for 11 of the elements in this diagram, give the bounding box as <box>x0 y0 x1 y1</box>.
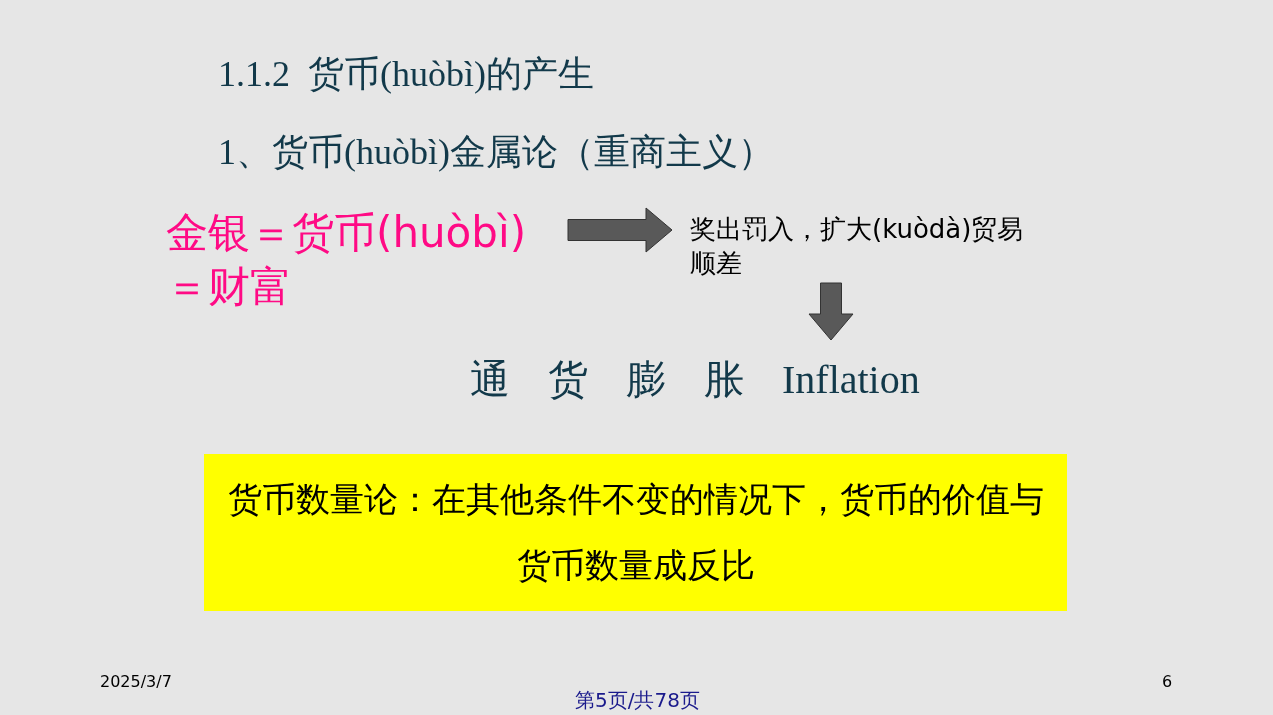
policy-text: 奖出罚入，扩大(kuòdà)贸易顺差 <box>672 212 1042 283</box>
theory-note-box: 货币数量论：在其他条件不变的情况下，货币的价值与货币数量成反比 <box>204 454 1067 611</box>
slide-number: 6 <box>1162 671 1173 693</box>
slide-title: 1.1.2 货币(huòbì)的产生 <box>218 53 594 96</box>
page-counter: 第5页/共78页 <box>575 688 700 712</box>
equation-text: 金银＝货币(huòbì)＝财富 <box>166 206 568 314</box>
subtitle-text: 1、货币(huòbì)金属论（重商主义） <box>218 131 774 174</box>
block-arrow <box>567 207 673 253</box>
date-text: 2025/3/7 <box>100 671 172 693</box>
inflation-text: 通 货 膨 胀 Inflation <box>470 340 990 420</box>
block-arrow <box>808 282 854 341</box>
